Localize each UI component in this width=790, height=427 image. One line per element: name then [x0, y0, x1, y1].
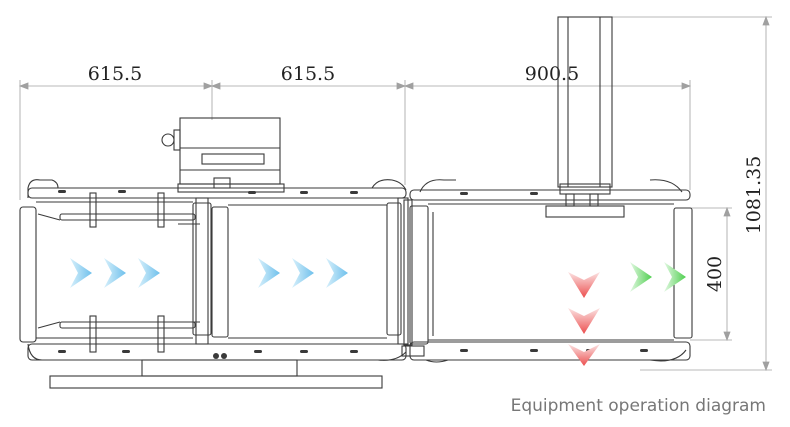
dim-conveyor-height: 400: [704, 256, 726, 292]
diagram-caption: Equipment operation diagram: [510, 396, 766, 416]
dim-width-middle: 615.5: [281, 63, 335, 85]
blue-arrow-3: [138, 258, 160, 288]
flow-arrows-blue: [70, 258, 348, 288]
blue-arrow-5: [292, 258, 314, 288]
dim-total-height: 1081.35: [743, 156, 765, 235]
dimension-lines: [18, 15, 772, 372]
blue-arrow-4: [258, 258, 280, 288]
dim-width-right: 900.5: [525, 63, 579, 85]
green-arrow-1: [630, 262, 652, 292]
blue-arrow-2: [104, 258, 126, 288]
blue-arrow-6: [326, 258, 348, 288]
green-arrow-2: [664, 262, 686, 292]
flow-arrows-green: [630, 262, 686, 292]
blue-arrow-1: [70, 258, 92, 288]
machine-outline: [19, 16, 693, 389]
red-arrow-1: [568, 272, 600, 298]
red-arrow-3: [568, 344, 600, 366]
red-arrow-2: [568, 308, 600, 334]
flow-arrows-red: [568, 272, 600, 366]
dim-width-left: 615.5: [88, 63, 142, 85]
